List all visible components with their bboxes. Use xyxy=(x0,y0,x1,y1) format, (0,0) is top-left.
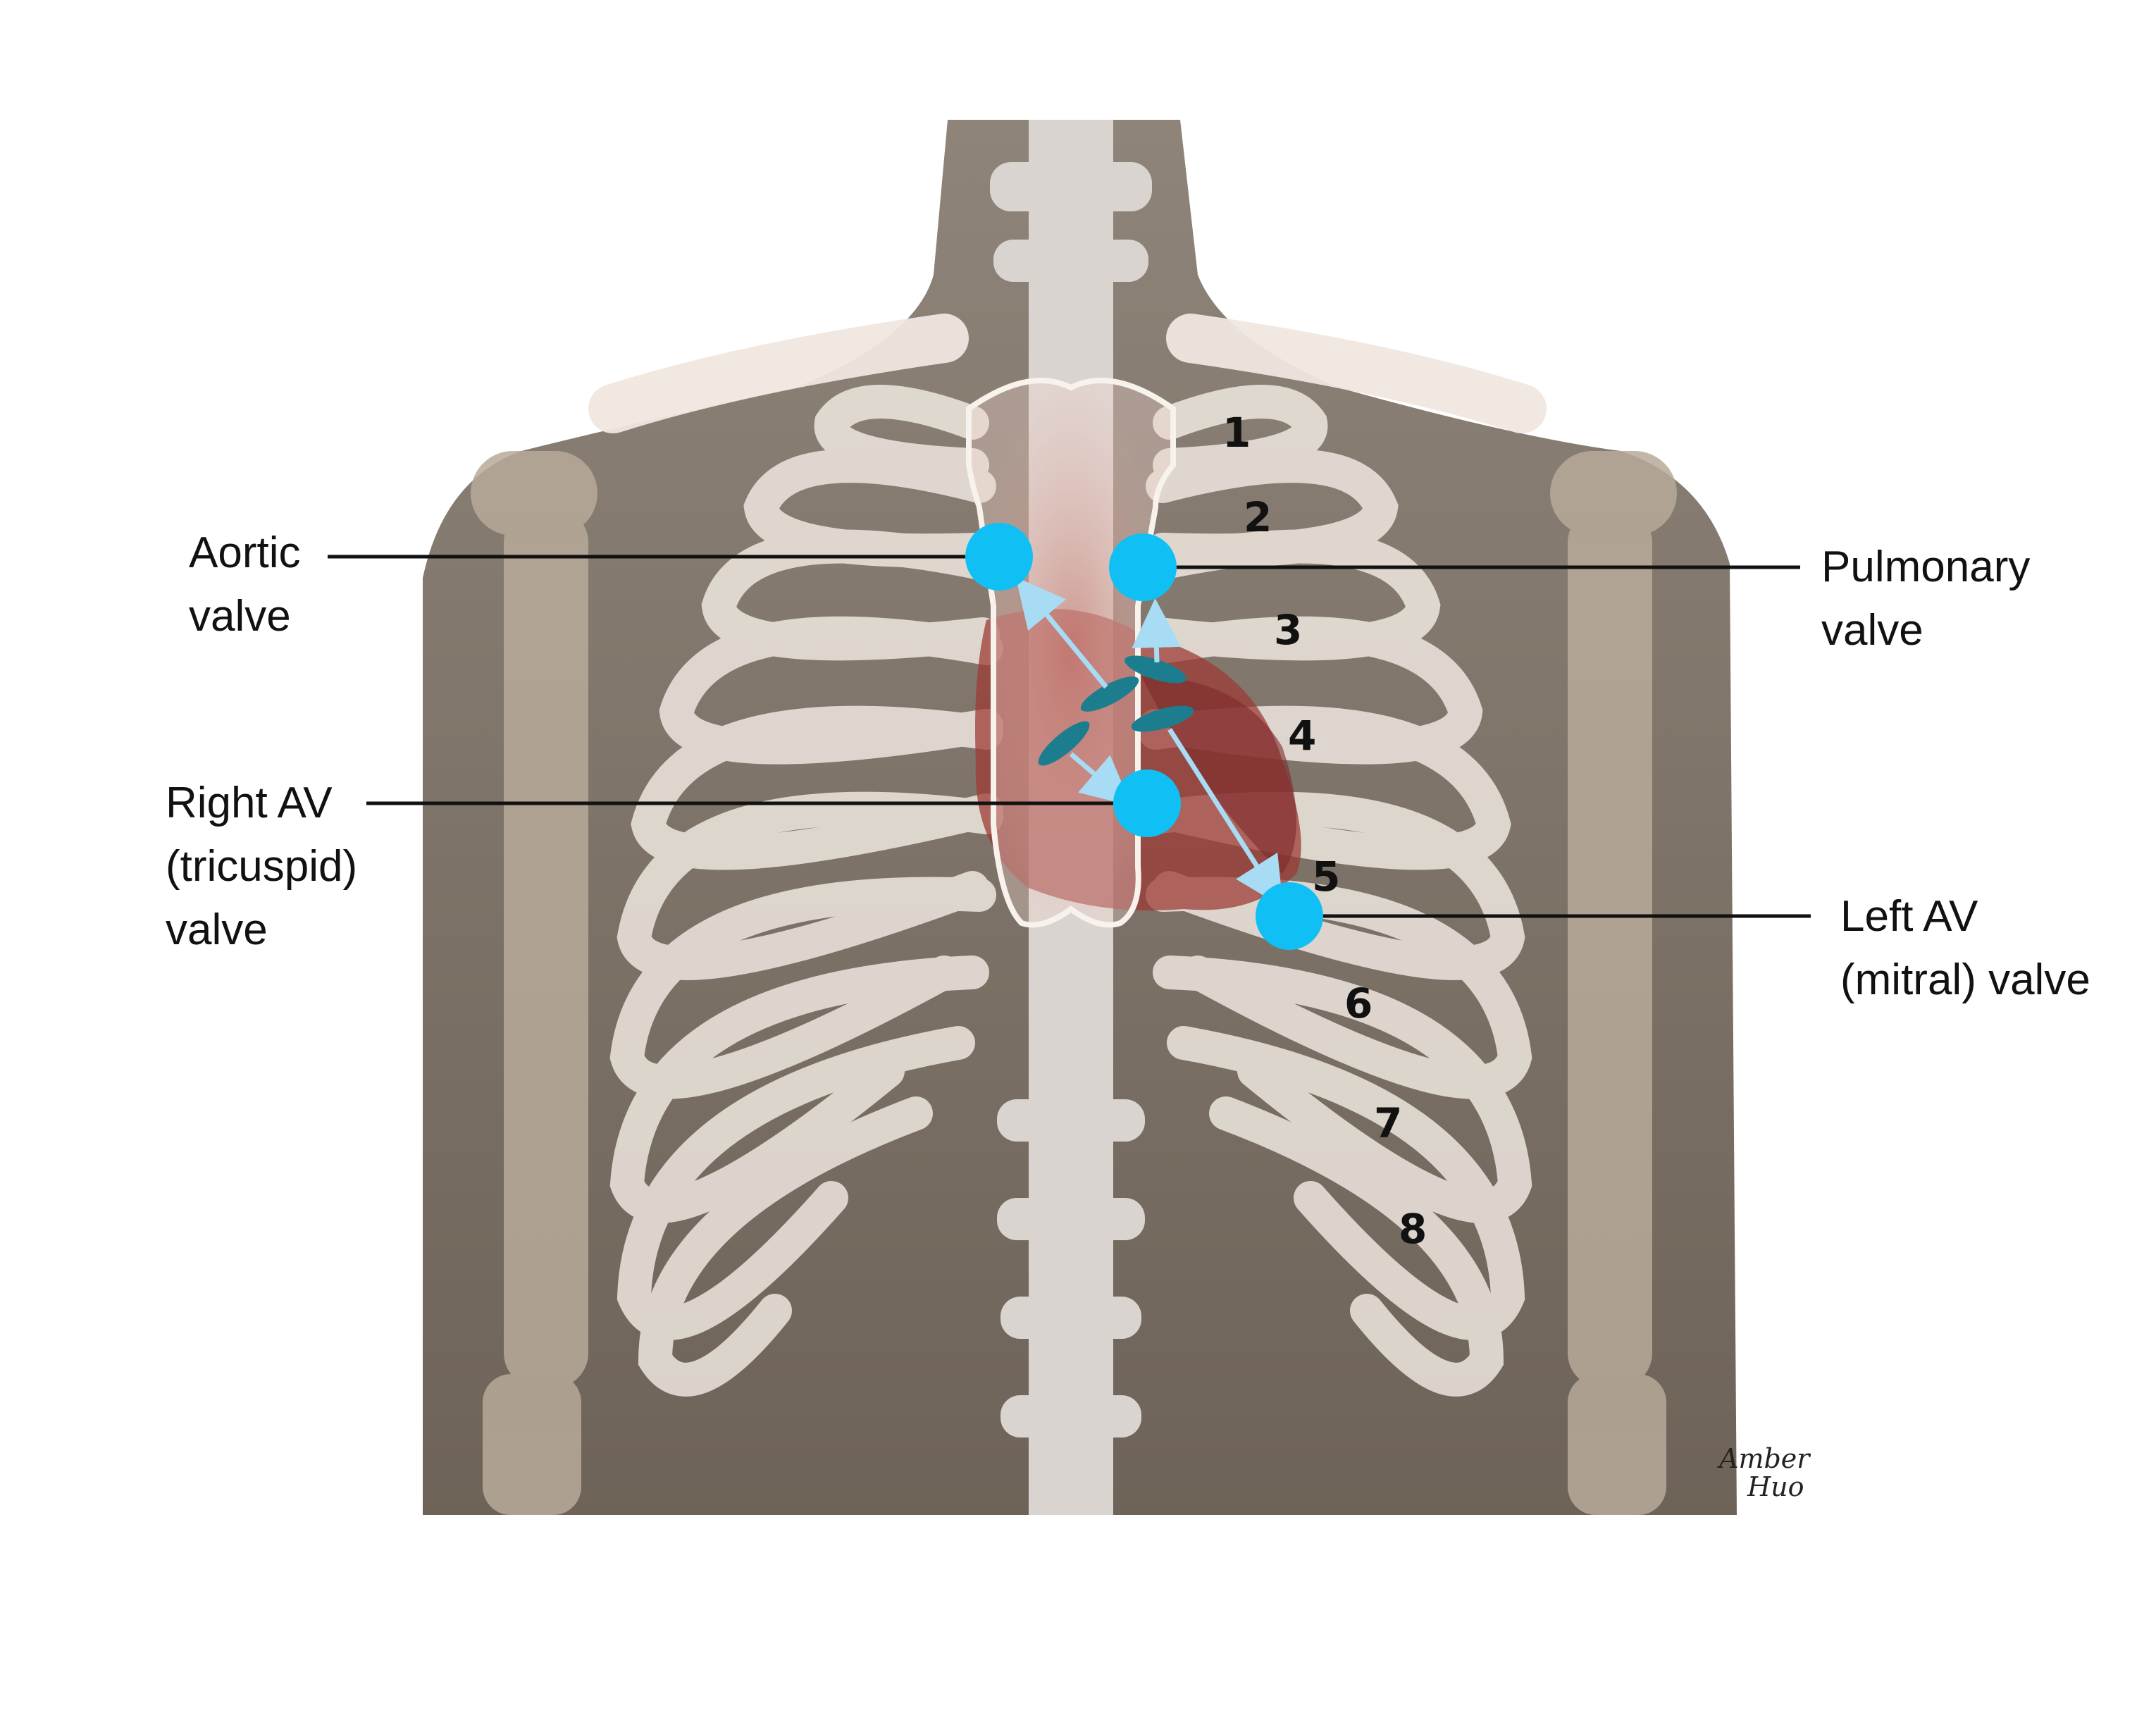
valve-leaflets xyxy=(1038,655,1194,766)
pulmonary-valve-marker-icon xyxy=(1109,533,1177,601)
aortic-valve-label-line: valve xyxy=(189,592,291,641)
artist-signature: Amber Huo xyxy=(1719,1445,1809,1501)
rib-number-7: 7 xyxy=(1374,1099,1403,1147)
arrow-to-aortic xyxy=(1015,576,1108,689)
leaflet-ellipse-icon xyxy=(1080,676,1139,712)
clavicle-right xyxy=(1166,314,1547,433)
rib-number-3: 3 xyxy=(1274,606,1303,654)
ribs-right xyxy=(1139,385,1532,1397)
ribs-left xyxy=(609,385,1003,1397)
arrow-to-mitral xyxy=(1167,728,1284,908)
signature-line: Huo xyxy=(1747,1471,1804,1502)
leaflet-ellipse-icon xyxy=(1131,705,1194,732)
rib-number-1: 1 xyxy=(1222,409,1251,457)
spine xyxy=(990,120,1152,1515)
humerus-right xyxy=(1550,451,1677,1515)
signature-line: Amber xyxy=(1719,1443,1810,1474)
tricuspid-valve-label-line: (tricuspid) xyxy=(166,842,358,891)
rib-number-5: 5 xyxy=(1312,853,1341,901)
aortic-valve-label-line: Aortic xyxy=(189,528,301,577)
mitral-valve-label: Left AV (mitral) valve xyxy=(1840,885,2090,1012)
aortic-valve-label: Aortic valve xyxy=(189,521,300,648)
pulmonary-valve-label: Pulmonary valve xyxy=(1821,536,2030,662)
clavicle-left xyxy=(588,314,969,433)
tricuspid-valve-label: Right AV (tricuspid) valve xyxy=(166,772,357,962)
pulmonary-valve-label-line: valve xyxy=(1821,606,1923,655)
rib-number-4: 4 xyxy=(1288,712,1317,760)
flow-arrows xyxy=(1015,576,1284,908)
tricuspid-valve-label-line: Right AV xyxy=(166,779,333,827)
arrow-to-tricuspid xyxy=(1069,752,1132,806)
valve-markers xyxy=(965,523,1323,950)
arrow-to-pulmonary xyxy=(1132,598,1182,663)
mitral-valve-label-line: (mitral) valve xyxy=(1840,956,2090,1004)
leaflet-ellipse-icon xyxy=(1125,655,1187,684)
rib-number-2: 2 xyxy=(1244,493,1272,541)
humerus-left xyxy=(471,451,597,1515)
rib-number-6: 6 xyxy=(1344,979,1373,1027)
heart-highlight xyxy=(1141,676,1296,874)
mitral-valve-marker-icon xyxy=(1256,882,1323,950)
aortic-valve-marker-icon xyxy=(965,523,1033,591)
tricuspid-valve-label-line: valve xyxy=(166,905,268,954)
mitral-valve-label-line: Left AV xyxy=(1840,892,1978,941)
leaflet-ellipse-icon xyxy=(1038,721,1090,766)
leader-lines xyxy=(328,555,1811,918)
rib-number-8: 8 xyxy=(1399,1205,1427,1253)
tricuspid-valve-marker-icon xyxy=(1113,769,1181,837)
pulmonary-valve-label-line: Pulmonary xyxy=(1821,543,2031,591)
